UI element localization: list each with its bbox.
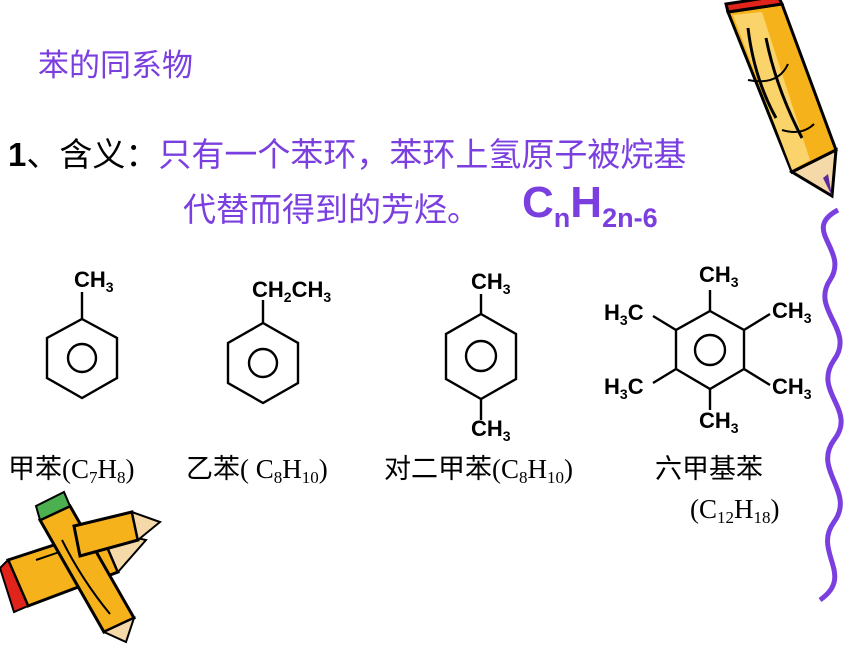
ethylbenzene-ethyl: CH2CH3 — [252, 277, 332, 305]
hexamethylbenzene-ring — [652, 290, 771, 410]
hexa-methyl-top: CH3 — [699, 262, 739, 290]
hexamethylbenzene-formula: (C12H18) — [690, 494, 780, 527]
ethylbenzene-label: 乙苯( C8H10) — [186, 454, 328, 487]
xylene-ring — [444, 294, 518, 420]
pencil-icon — [724, 0, 838, 199]
item-separator: 、 — [26, 135, 60, 174]
definition-text-2: 代替而得到的芳烃。 — [183, 190, 480, 229]
toluene-label: 甲苯(C7H8) — [8, 454, 135, 487]
hexa-methyl-lower-left: H3C — [604, 374, 644, 402]
hexamethylbenzene-label: 六甲基苯 — [655, 454, 763, 485]
pencils-icon — [0, 490, 163, 644]
definition-text-1: 只有一个苯环，苯环上氢原子被烷基 — [158, 135, 687, 174]
definition-keyword: 含义： — [59, 135, 159, 174]
xylene-methyl-top: CH3 — [471, 269, 511, 297]
hexa-methyl-bottom: CH3 — [699, 408, 739, 436]
xylene-label: 对二甲苯(C8H10) — [384, 454, 573, 487]
hexa-methyl-upper-right: CH3 — [772, 298, 812, 326]
hexa-methyl-lower-right: CH3 — [772, 374, 812, 402]
toluene-ring — [45, 292, 119, 400]
scribble-line — [818, 207, 844, 603]
slide-subtitle: 苯的同系物 — [38, 48, 193, 84]
general-formula: CnH2n-6 — [522, 178, 658, 233]
ethylbenzene-ring — [226, 300, 300, 405]
item-number: 1 — [8, 136, 27, 173]
definition-line-1: 1、含义：只有一个苯环，苯环上氢原子被烷基 — [8, 128, 686, 176]
xylene-methyl-bottom: CH3 — [471, 416, 511, 444]
hexa-methyl-upper-left: H3C — [604, 300, 644, 328]
toluene-methyl: CH3 — [74, 267, 114, 295]
